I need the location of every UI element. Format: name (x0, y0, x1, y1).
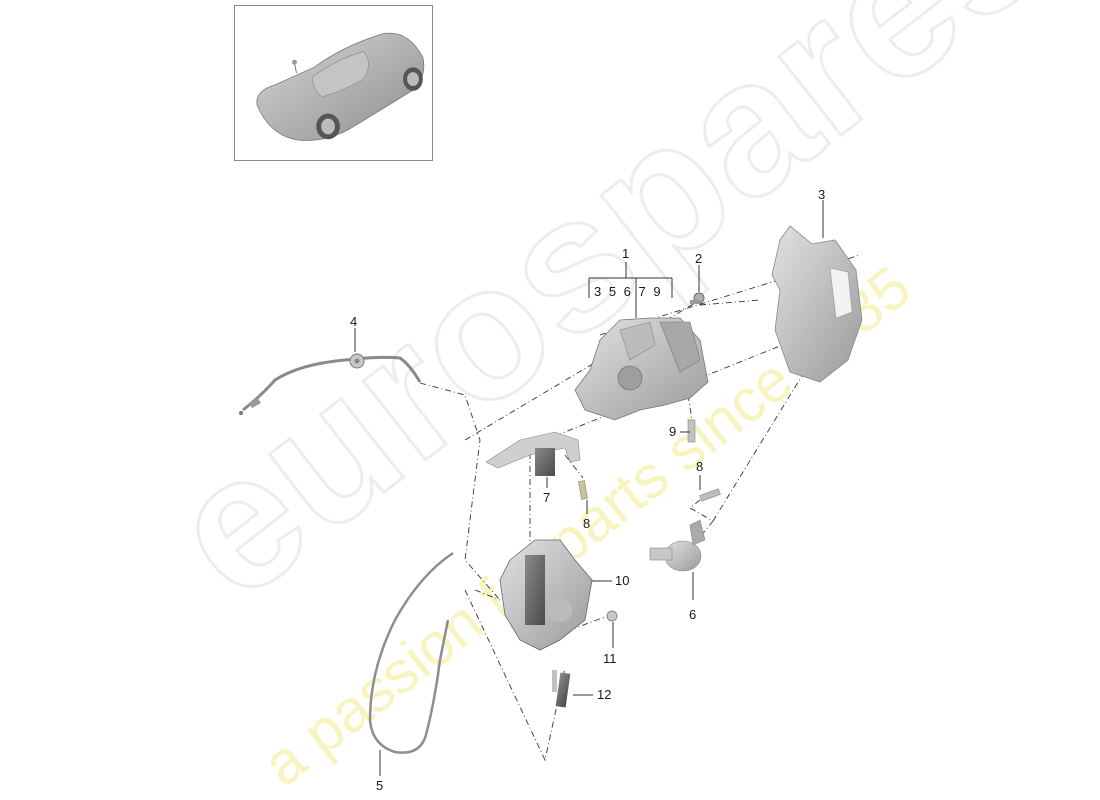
part-9-screw (687, 419, 696, 443)
car-thumbnail-icon (256, 32, 425, 141)
leader-lines (354, 200, 824, 776)
part-4-cable (239, 353, 422, 415)
part-6-lock-cylinder (649, 519, 706, 572)
callout-6: 6 (689, 607, 697, 622)
part-1-lock-mechanism (574, 317, 709, 421)
callout-2: 2 (695, 251, 703, 266)
callout-7: 7 (543, 490, 551, 505)
part-11-nut (606, 610, 618, 622)
part-8-screw-a (578, 480, 588, 500)
callout-9: 9 (669, 424, 677, 439)
part-7-bracket (485, 431, 581, 476)
callout-1: 1 (622, 246, 630, 261)
part-12-connector (552, 670, 571, 708)
callout-8b: 8 (696, 459, 704, 474)
callout-11: 11 (603, 651, 617, 666)
callout-10: 10 (615, 573, 630, 588)
callout-4: 4 (350, 314, 358, 329)
callout-3: 3 (818, 187, 826, 202)
part-2-screw (690, 292, 705, 304)
callout-8a: 8 (583, 516, 591, 531)
callout-12: 12 (597, 687, 612, 702)
part-10-lock-actuator (499, 539, 593, 651)
callout-5: 5 (376, 778, 384, 793)
part-5-cable (368, 551, 454, 754)
part-3-cover (771, 225, 863, 383)
callout-group-members: 3 5 6 7 9 (594, 284, 662, 299)
vehicle-thumbnail (234, 5, 433, 161)
part-8-screw-b (699, 488, 721, 502)
